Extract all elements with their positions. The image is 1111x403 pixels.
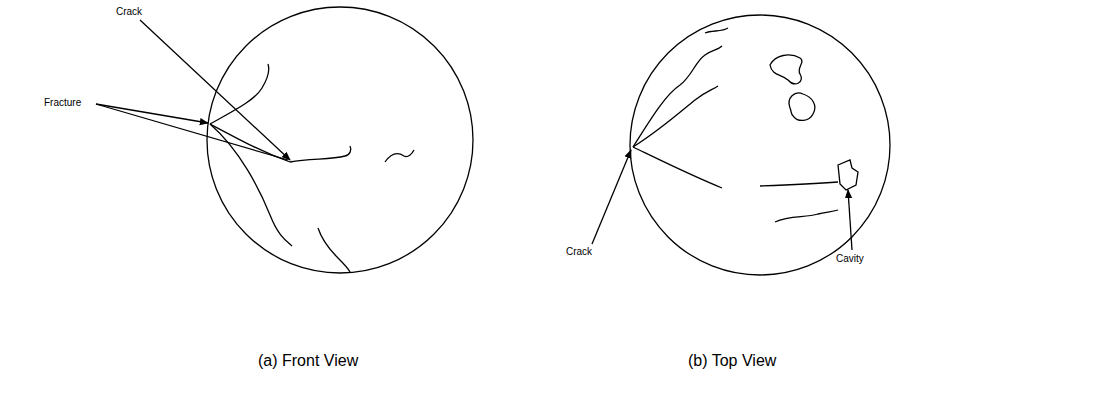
callout-label: Fracture [44, 97, 81, 108]
callout-label: Cavity [836, 253, 864, 264]
callout-label: Crack [566, 246, 592, 257]
callout-label: Crack [116, 6, 142, 17]
leader-line [96, 104, 288, 160]
top-view-cracks [633, 28, 838, 222]
front-view-outline [207, 7, 473, 273]
leader-line [592, 150, 631, 244]
top-view-outline [630, 15, 890, 275]
view-caption: (b) Top View [688, 352, 776, 370]
leader-line [848, 190, 852, 250]
front-view-cracks [210, 64, 414, 272]
cavity-shapes [770, 55, 858, 190]
view-caption: (a) Front View [258, 352, 358, 370]
